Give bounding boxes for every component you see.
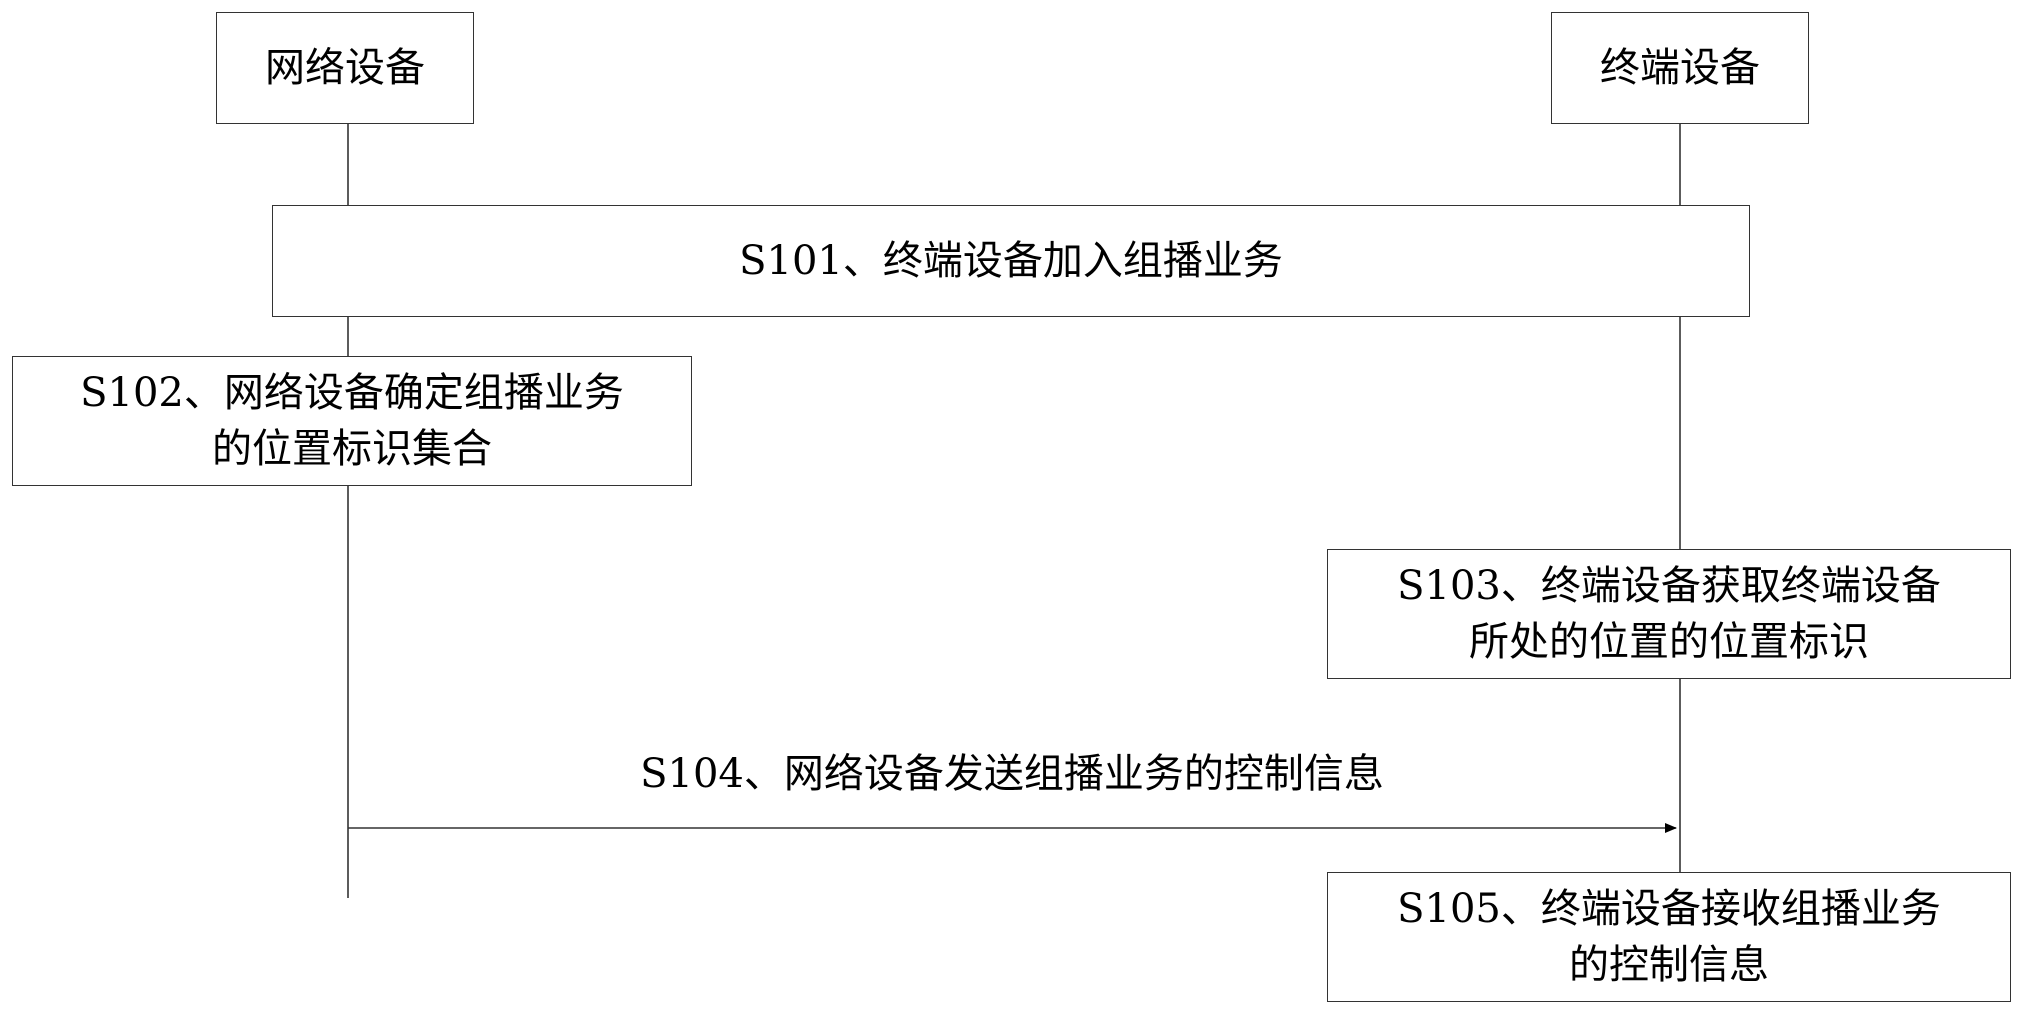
step-s103-text-line1: S103、终端设备获取终端设备 bbox=[1397, 563, 1941, 609]
actor-network-device: 网络设备 bbox=[216, 12, 474, 124]
step-s105-text-line1: S105、终端设备接收组播业务 bbox=[1397, 886, 1941, 932]
message-s104-label: S104、网络设备发送组播业务的控制信息 bbox=[640, 751, 1384, 797]
step-s101-text: S101、终端设备加入组播业务 bbox=[739, 238, 1283, 284]
step-s101-box: S101、终端设备加入组播业务 bbox=[272, 205, 1750, 317]
step-s103-text-line2: 所处的位置的位置标识 bbox=[1469, 619, 1869, 665]
step-s103-box: S103、终端设备获取终端设备 所处的位置的位置标识 bbox=[1327, 549, 2011, 679]
actor-network-label: 网络设备 bbox=[265, 45, 425, 91]
actor-terminal-device: 终端设备 bbox=[1551, 12, 1809, 124]
step-s102-box: S102、网络设备确定组播业务 的位置标识集合 bbox=[12, 356, 692, 486]
step-s102-text-line1: S102、网络设备确定组播业务 bbox=[80, 370, 624, 416]
step-s105-text-line2: 的控制信息 bbox=[1569, 942, 1769, 988]
actor-terminal-label: 终端设备 bbox=[1600, 45, 1760, 91]
step-s105-box: S105、终端设备接收组播业务 的控制信息 bbox=[1327, 872, 2011, 1002]
step-s102-text-line2: 的位置标识集合 bbox=[212, 426, 492, 472]
